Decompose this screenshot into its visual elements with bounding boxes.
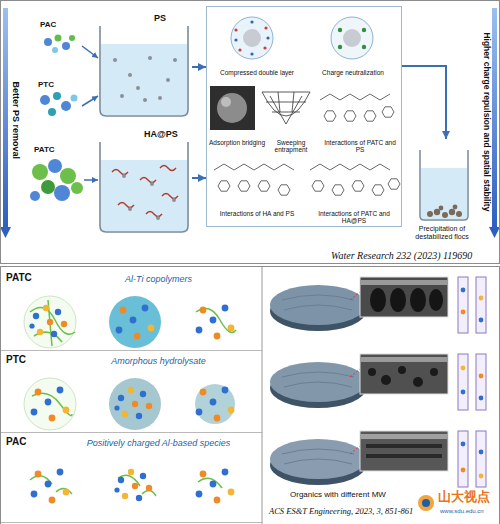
watermark: www.sdu.edu.cn [440, 508, 484, 515]
beaker: Precipitation of destabilized flocs [405, 139, 479, 245]
beaker: HA@PS [96, 129, 192, 237]
flow-arrow [192, 66, 206, 68]
row-subtitle: Al-Ti copolymers [61, 274, 256, 284]
coagulant-label: PAC [40, 20, 56, 29]
mechanism-caption: Adsorption bridging [209, 139, 265, 146]
coagulant-row: PATC Al-Ti copolymers [1, 269, 263, 351]
mechanism-caption: Charge neutralization [307, 69, 399, 76]
mechanism-caption: Interactions of PATC and HA@PS [307, 210, 401, 225]
watermark: 山大视点 [438, 490, 490, 505]
beaker-label: HA@PS [144, 129, 190, 139]
trend-label: Better PS removal [11, 81, 21, 159]
coagulant-label: PATC [34, 145, 55, 154]
citation: Water Research 232 (2023) 119690 [331, 250, 496, 262]
flow-arrow [192, 177, 206, 179]
mechanism-caption: Sweeping entrapment [265, 139, 317, 154]
coagulant-row: PTC Amorphous hydrolysate [1, 351, 263, 433]
mechanism-caption: Compressed double layer [211, 69, 303, 76]
beaker-caption: Precipitation of destabilized flocs [407, 225, 477, 241]
bottom-panel: ACS ES&T Engineering, 2023, 3, 851-861 PA… [0, 266, 500, 524]
mechanism-box: Compressed double layer Charge neutraliza… [206, 6, 402, 227]
coagulant-label: PTC [38, 80, 54, 89]
flow-arrow [402, 66, 446, 139]
mechanism-caption: Interactions of PATC and PS [319, 139, 401, 154]
row-title: PATC [6, 272, 56, 284]
row-subtitle: Positively charged Al-based species [61, 438, 256, 448]
row-subtitle: Amorphous hydrolysate [61, 356, 256, 366]
row-title: PTC [6, 354, 56, 366]
citation: ACS ES&T Engineering, 2023, 3, 851-861 [269, 507, 439, 517]
mechanism-caption: Interactions of HA and PS [211, 210, 303, 217]
beaker-label: PS [154, 13, 190, 23]
row-title: PAC [6, 436, 56, 448]
beaker: PS [96, 13, 192, 121]
trend-label: Higher charge repulsion and spatial stab… [481, 32, 491, 211]
coagulant-row: PAC Positively charged Al-based species [1, 433, 263, 523]
top-panel: Water Research 232 (2023) 119690 PS HA@PS C… [0, 0, 500, 264]
figure-note: Organics with different MW [290, 490, 386, 499]
